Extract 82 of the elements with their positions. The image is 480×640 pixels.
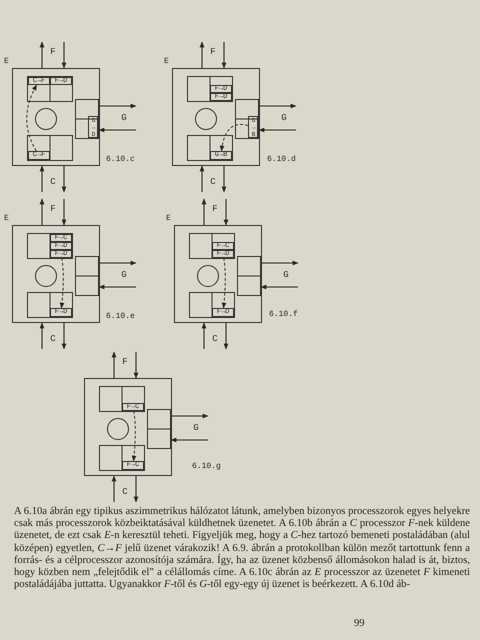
connection-letter: G xyxy=(272,106,296,130)
arrow xyxy=(171,414,209,418)
arrow xyxy=(98,284,136,290)
arrow xyxy=(260,284,298,290)
connection-letter: F xyxy=(42,42,64,62)
arrow xyxy=(40,322,44,349)
arrow xyxy=(112,475,116,502)
processor-circle xyxy=(107,418,129,440)
figure-caption: 6.10.g xyxy=(192,462,221,471)
processor-circle xyxy=(195,108,217,130)
arrow xyxy=(224,323,228,350)
arrow xyxy=(62,323,66,350)
mailbox-box xyxy=(27,233,73,259)
connection-letter: C xyxy=(42,172,64,192)
arrow xyxy=(224,199,228,226)
mailbox-box xyxy=(187,76,233,102)
processor-frame xyxy=(84,378,172,476)
arrow xyxy=(112,351,116,378)
processor-circle xyxy=(35,265,57,287)
processor-letter: E xyxy=(4,214,9,223)
arrow xyxy=(200,41,204,68)
processor-circle xyxy=(35,108,57,130)
figure-caption: 6.10.e xyxy=(106,312,135,321)
dashed-arrow xyxy=(222,258,226,309)
figure-caption: 6.10.d xyxy=(267,155,296,164)
dashed-arrow xyxy=(60,258,64,309)
page-number: 99 xyxy=(354,618,365,630)
arrow xyxy=(170,438,208,442)
arrow xyxy=(40,198,44,225)
arrow xyxy=(62,199,66,226)
mailbox-box xyxy=(27,76,73,102)
mailbox-box xyxy=(147,409,171,449)
connection-letter: F xyxy=(114,352,136,372)
connection-letter: F xyxy=(202,42,224,62)
processor-letter: E xyxy=(166,214,171,223)
arrow xyxy=(259,104,297,108)
connection-letter: C xyxy=(114,482,136,502)
arrow xyxy=(62,166,66,193)
arrow xyxy=(261,260,299,266)
figure-caption: 6.10.c xyxy=(106,155,135,164)
connection-letter: G xyxy=(274,263,298,287)
processor-letter: E xyxy=(4,57,9,66)
arrow xyxy=(134,476,138,503)
processor-letter: E xyxy=(164,57,169,66)
connection-letter: C xyxy=(204,329,226,349)
arrow xyxy=(62,42,66,69)
connection-letter: G xyxy=(112,263,136,287)
arrow xyxy=(98,128,136,132)
body-paragraph: A 6.10a ábrán egy tipikus aszimmetrikus hálózatot látunk, amelyben bizonyos processzorok egyes helyekre csak más processzorok közbeiktatásával küldhetnek üzenetet. A 6.10b ábrán a C processzor F-nek küldene üzenetet, de ezt csak E-n keresztül teheti. Figyeljük meg, hogy a C-hez tartozó bemeneti postaládában (alul középen) egyetlen, C→F jelű üzenet várakozik! A 6.9. ábrán a protokollban külön mezőt tartottunk fenn a forrás- és a célprocesszor azonosítója számára. Így, ha az üzenet közbenső állomásokon halad is át, biztos, hogy közben nem „felejtődik el” a célállomás címe. A 6.10c ábrán az E processzor az üzenetet F kimeneti postaládájába juttatta. Ugyanakkor F-től és G-től egy-egy új üzenet is beérkezett. A 6.10d áb- xyxy=(14,506,470,592)
mailbox-box xyxy=(27,292,73,318)
mailbox-box xyxy=(27,135,73,161)
figure-caption: 6.10.f xyxy=(269,310,298,319)
dashed-arrow xyxy=(132,410,136,462)
dashed-arrow xyxy=(220,124,248,152)
mailbox-box xyxy=(235,99,259,139)
arrow xyxy=(200,165,204,192)
arrow xyxy=(134,352,138,379)
arrow xyxy=(258,128,296,132)
mailbox-box xyxy=(75,99,99,139)
arrow xyxy=(202,322,206,349)
mailbox-box xyxy=(237,256,261,296)
connection-letter: G xyxy=(112,106,136,130)
mailbox-box xyxy=(99,445,145,471)
arrow xyxy=(99,104,137,108)
arrow xyxy=(222,166,226,193)
connection-letter: C xyxy=(42,329,64,349)
arrow xyxy=(40,41,44,68)
arrow xyxy=(222,42,226,69)
arrow xyxy=(99,260,137,266)
mailbox-box xyxy=(189,233,235,259)
arrow xyxy=(202,198,206,225)
connection-letter: G xyxy=(184,416,208,440)
connection-letter: F xyxy=(42,199,64,219)
arrow xyxy=(40,165,44,192)
connection-letter: C xyxy=(202,172,224,192)
mailbox-box xyxy=(187,135,233,161)
connection-letter: F xyxy=(204,199,226,219)
mailbox-box xyxy=(75,256,99,296)
dashed-arrow xyxy=(26,84,38,152)
processor-circle xyxy=(197,265,219,287)
mailbox-box xyxy=(99,386,145,412)
mailbox-box xyxy=(189,292,235,318)
